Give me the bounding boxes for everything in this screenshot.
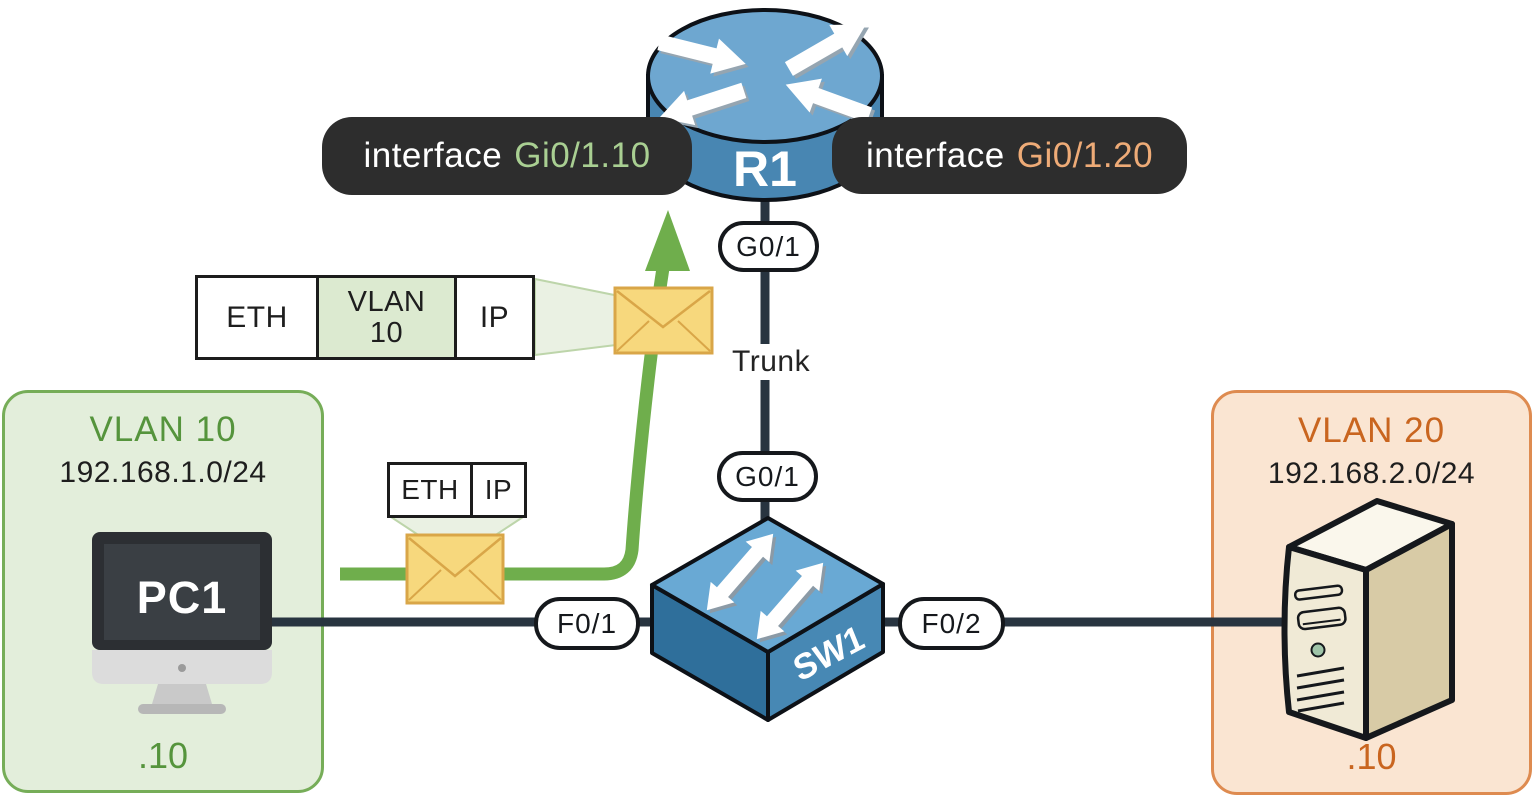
switch-icon (650, 516, 885, 722)
vlan20-subnet: 192.168.2.0/24 (1267, 457, 1476, 490)
interface-keyword: interface (865, 135, 1005, 175)
switch-port-f0-1: F0/1 (534, 597, 640, 650)
frame-field-ip: IP (454, 278, 532, 357)
envelope-untagged-icon (405, 533, 505, 605)
interface-label-vlan20: interface Gi0/1.20 (832, 117, 1187, 194)
envelope-tagged-icon (613, 286, 714, 355)
vlan20-title: VLAN 20 (1297, 411, 1446, 450)
pc-icon (92, 532, 272, 714)
frame-field-eth: ETH (401, 474, 459, 505)
frame-field-eth: ETH (226, 300, 288, 334)
router-name: R1 (733, 141, 797, 197)
vlan-tag-line2: 10 (369, 316, 404, 349)
server-led-icon (1310, 642, 1326, 658)
interface-keyword: interface (363, 136, 503, 175)
router-port-g0-1: G0/1 (718, 221, 819, 272)
trunk-label: Trunk (722, 344, 821, 380)
vlan10-subnet: 192.168.1.0/24 (59, 456, 267, 489)
switch-port-g0-1: G0/1 (717, 451, 818, 502)
server-icon (1281, 498, 1455, 741)
vlan10-host-address: .10 (137, 735, 189, 776)
server-vents-icon (1296, 666, 1345, 713)
vlan20-host-address: .10 (1346, 736, 1397, 777)
router-icon (646, 8, 884, 202)
vlan10-title: VLAN 10 (89, 410, 237, 449)
tagged-frame-box: ETH VLAN 10 IP (195, 275, 535, 360)
untagged-frame-box: ETH IP (387, 462, 527, 518)
pc-name: PC1 (136, 572, 228, 623)
vlan10-traffic-arrowhead (645, 210, 690, 271)
callout-wedge-tagged (534, 277, 625, 357)
server-drive-slots-icon (1293, 584, 1347, 631)
interface-label-vlan10: interface Gi0/1.10 (322, 117, 692, 195)
vlan-tag-line1: VLAN (347, 286, 426, 319)
frame-field-ip: IP (470, 465, 524, 515)
switch-port-f0-2: F0/2 (898, 597, 1005, 650)
frame-field-vlan-tag: VLAN 10 (316, 278, 454, 357)
subinterface-gi0-1-10: Gi0/1.10 (514, 136, 651, 175)
subinterface-gi0-1-20: Gi0/1.20 (1016, 135, 1154, 175)
